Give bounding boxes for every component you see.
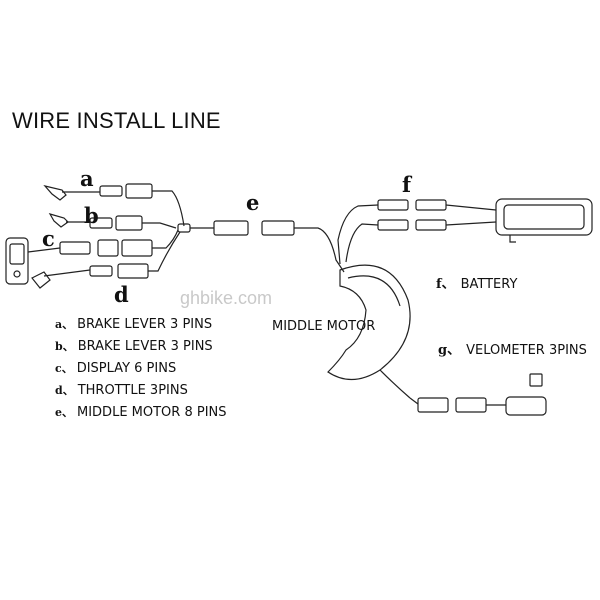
display-icon	[5, 237, 61, 285]
harness-e	[177, 220, 345, 273]
watermark: ghbike.com	[180, 288, 273, 308]
legend-item-e: e、 MIDDLE MOTOR 8 PINS	[55, 404, 227, 420]
marker-b: b	[84, 203, 99, 228]
marker-f: f	[402, 172, 412, 197]
legend-key: b、	[55, 340, 74, 353]
legend-item-d: d、THROTTLE 3PINS	[55, 382, 188, 398]
legend-text: THROTTLE 3PINS	[77, 383, 188, 398]
legend-item-a: a、BRAKE LEVER 3 PINS	[55, 316, 212, 332]
legend-key: c、	[55, 362, 73, 375]
battery-key: f、	[436, 277, 455, 292]
legend-item-c: c、DISPLAY 6 PINS	[55, 360, 176, 376]
legend-text: BRAKE LEVER 3 PINS	[77, 339, 213, 354]
connector-c	[59, 229, 179, 257]
throttle-icon	[31, 269, 91, 289]
battery-text: BATTERY	[460, 277, 518, 292]
connector-a	[99, 183, 185, 227]
legend-text: BRAKE LEVER 3 PINS	[77, 317, 213, 332]
brake-lever-b-icon	[48, 213, 90, 228]
legend-key: d、	[55, 384, 74, 397]
connector-b	[89, 215, 177, 231]
battery-connectors	[337, 199, 497, 265]
marker-c: c	[42, 226, 55, 251]
legend-key: e、	[55, 406, 73, 419]
velometer-key: g、	[438, 343, 461, 358]
marker-a: a	[80, 166, 94, 191]
legend-item-b: b、BRAKE LEVER 3 PINS	[55, 338, 213, 354]
middle-motor-icon	[327, 264, 411, 399]
legend-key: a、	[55, 318, 74, 331]
velometer-text: VELOMETER 3PINS	[466, 343, 587, 358]
legend-text: DISPLAY 6 PINS	[76, 361, 177, 376]
battery-icon	[495, 198, 593, 243]
velometer-icon	[409, 373, 547, 416]
brake-lever-a-icon	[43, 184, 100, 201]
marker-d: d	[114, 282, 129, 307]
velometer-label: g、 VELOMETER 3PINS	[438, 339, 587, 358]
legend-text: MIDDLE MOTOR 8 PINS	[77, 405, 227, 420]
diagram-title: WIRE INSTALL LINE	[12, 108, 221, 133]
connector-d	[89, 231, 181, 279]
marker-e: e	[246, 190, 260, 215]
battery-label: f、 BATTERY	[436, 273, 517, 292]
middle-motor-label: MIDDLE MOTOR	[272, 319, 376, 334]
